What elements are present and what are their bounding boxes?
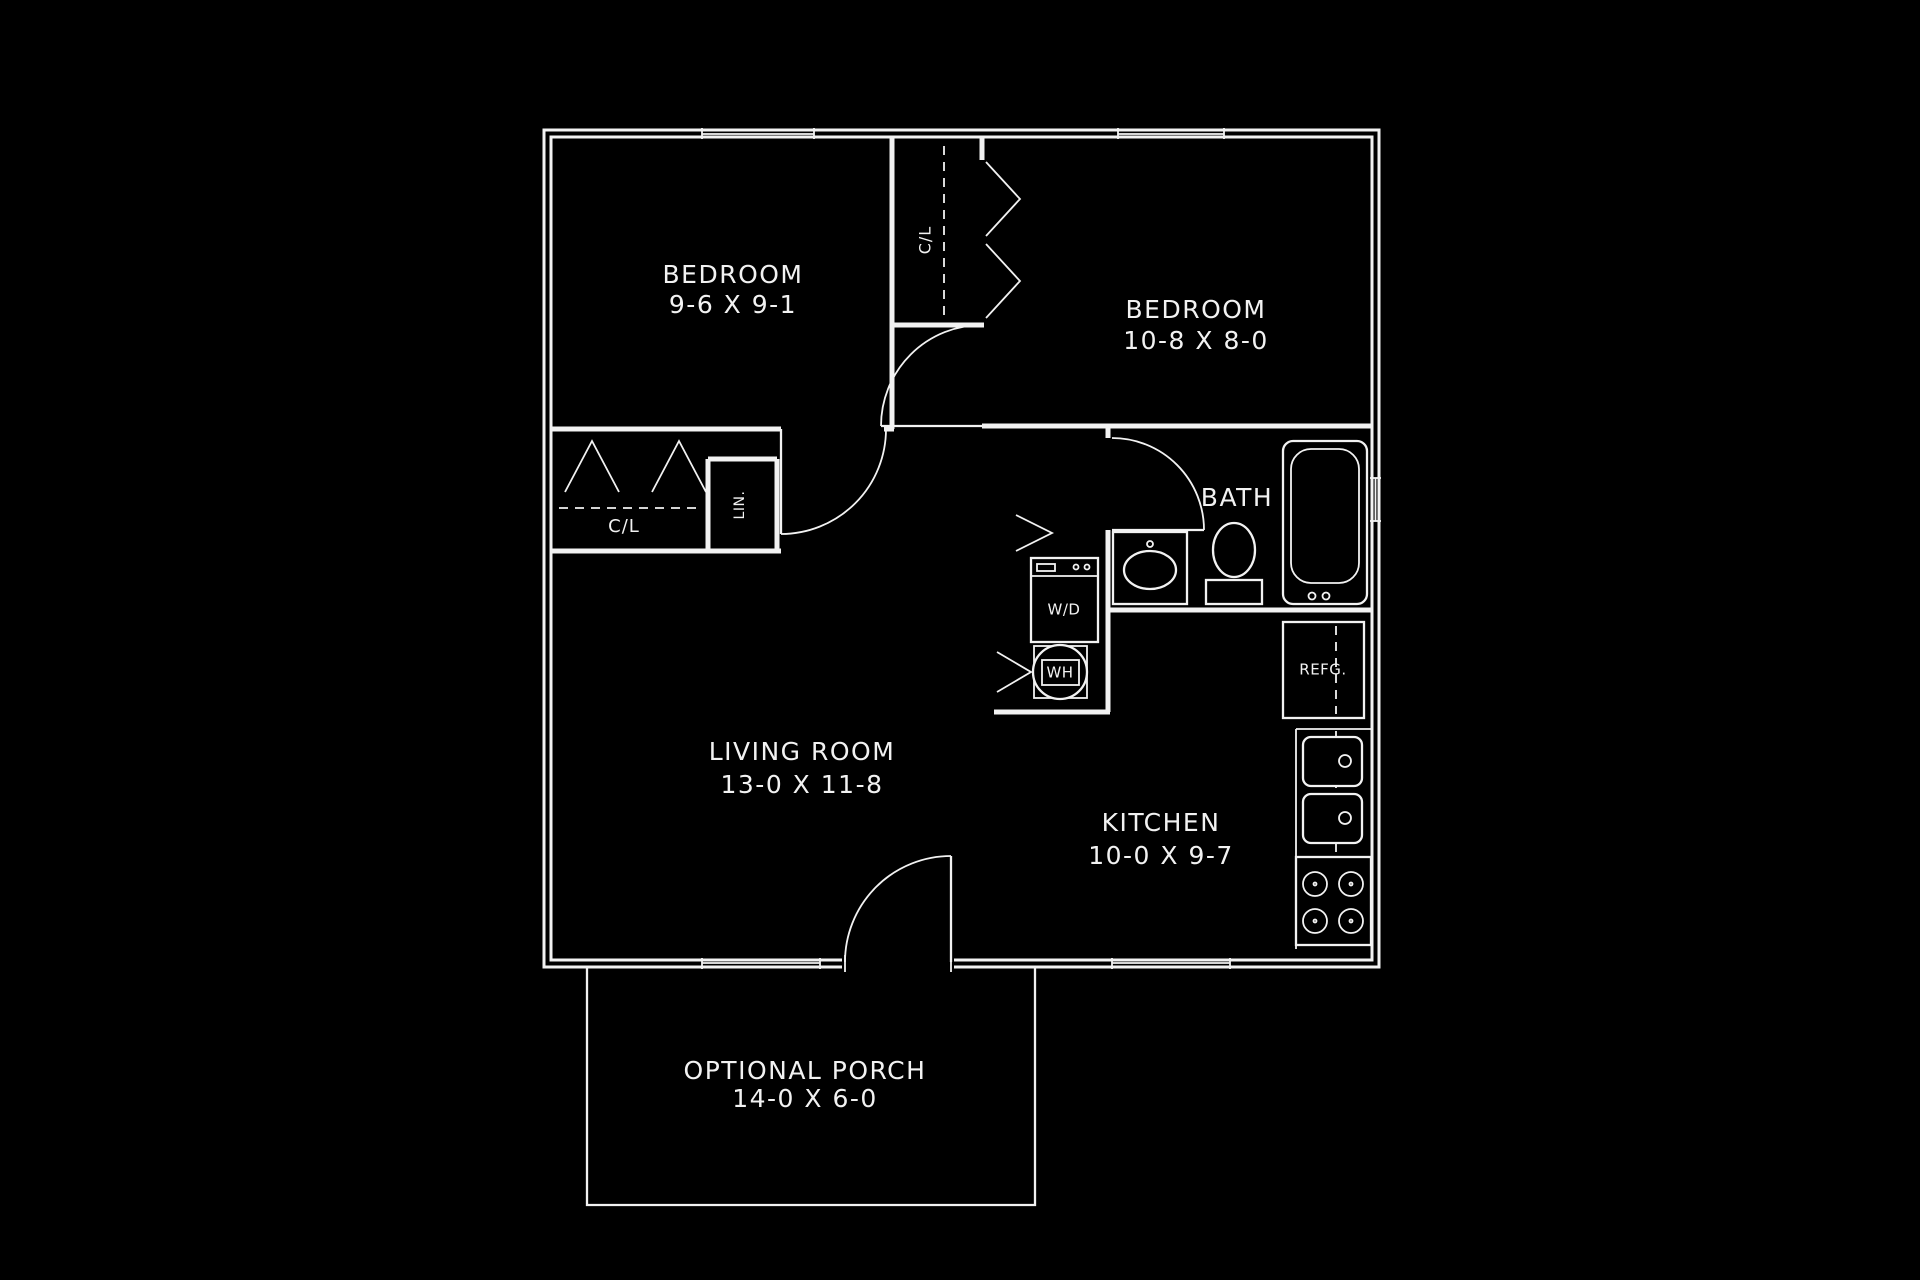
window <box>1370 477 1381 522</box>
porch-dims: 14-0 X 6-0 <box>732 1084 878 1113</box>
water-heater-label: WH <box>1046 664 1073 682</box>
refrigerator-icon: REFG. <box>1281 620 1366 720</box>
kitchen-fixtures: REFG. <box>1281 620 1373 949</box>
bath-label: BATH <box>1201 483 1273 512</box>
exterior-walls <box>542 128 1381 973</box>
windows <box>701 128 1381 969</box>
stove-icon <box>1294 855 1373 947</box>
doors <box>779 324 1205 963</box>
bathtub-icon <box>1281 439 1369 606</box>
window <box>1111 958 1231 969</box>
living-room-label: LIVING ROOM <box>709 737 896 766</box>
bathroom-fixtures <box>1111 439 1369 606</box>
living-room-dims: 13-0 X 11-8 <box>721 770 884 799</box>
interior-walls <box>552 138 1371 715</box>
kitchen-dims: 10-0 X 9-7 <box>1088 841 1234 870</box>
kitchen-sink-icon <box>1301 735 1364 845</box>
bifold-door-icon <box>651 439 707 493</box>
toilet-icon <box>1204 521 1264 606</box>
door-porch <box>844 855 953 963</box>
door-bedroom2 <box>880 324 983 428</box>
bifold-door-icon <box>564 439 620 493</box>
window <box>701 128 815 139</box>
window <box>1117 128 1225 139</box>
kitchen-label: KITCHEN <box>1102 808 1221 837</box>
closets <box>559 146 1022 509</box>
bedroom2-label: BEDROOM <box>1126 295 1267 324</box>
sink-vanity-icon <box>1111 530 1189 606</box>
door-bath <box>1111 437 1205 532</box>
bedroom2-dims: 10-8 X 8-0 <box>1123 326 1269 355</box>
bedroom1-dims: 9-6 X 9-1 <box>669 290 797 319</box>
porch-outline <box>585 968 1037 1207</box>
window <box>701 958 821 969</box>
bedroom1-label: BEDROOM <box>663 260 804 289</box>
bifold-door-icon <box>985 243 1022 319</box>
closet-hall-label: C/L <box>608 516 640 537</box>
washer-dryer-label: W/D <box>1048 601 1081 619</box>
bifold-door-icon <box>985 161 1022 237</box>
water-heater-icon: WH <box>1031 643 1089 701</box>
door-bedroom1 <box>779 428 887 535</box>
louver-door-icon <box>1015 514 1055 552</box>
washer-dryer-icon: W/D <box>1029 556 1100 644</box>
louver-door-icon <box>996 651 1033 693</box>
linen-closet-label: LIN. <box>732 491 748 520</box>
labels: BEDROOM 9-6 X 9-1 BEDROOM 10-8 X 8-0 LIV… <box>608 226 1273 1113</box>
refrigerator-label: REFG. <box>1299 661 1346 679</box>
porch-label: OPTIONAL PORCH <box>684 1056 927 1085</box>
closet-top-label: C/L <box>916 226 935 254</box>
